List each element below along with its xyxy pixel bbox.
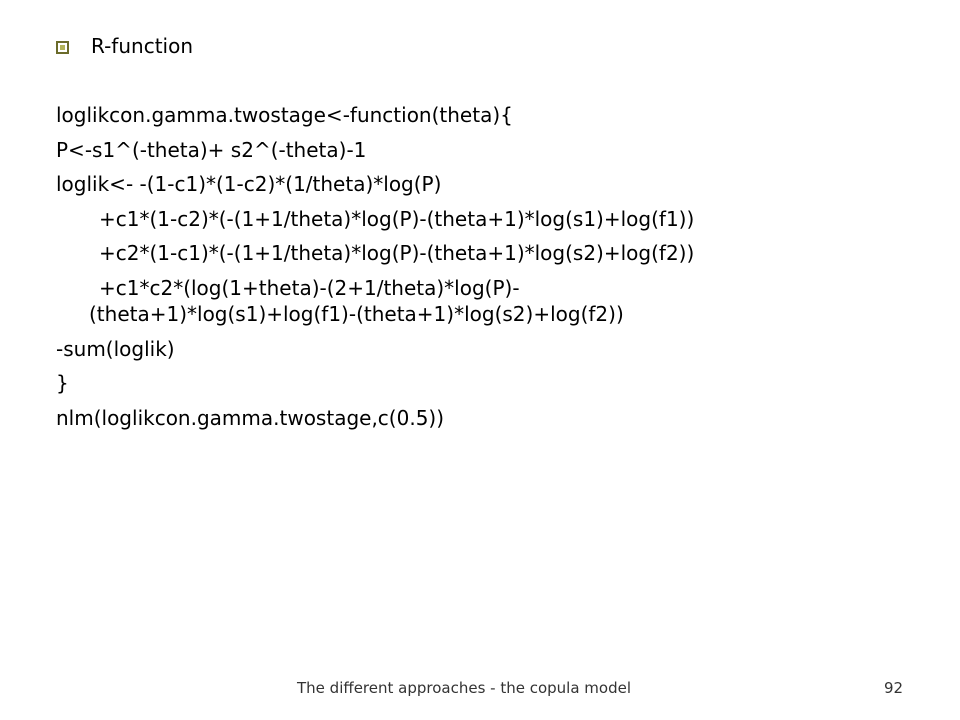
code-block: loglikcon.gamma.twostage<-function(theta… xyxy=(56,98,916,435)
code-line-term-c1c2-part2: (theta+1)*log(s1)+log(f1)-(theta+1)*log(… xyxy=(89,301,624,326)
code-line-loglik-assign: loglik<- -(1-c1)*(1-c2)*(1/theta)*log(P) xyxy=(56,172,442,196)
code-line-close-brace: } xyxy=(56,371,69,395)
code-line-nlm-call: nlm(loglikcon.gamma.twostage,c(0.5)) xyxy=(56,405,445,430)
code-line-function-def: loglikcon.gamma.twostage<-function(theta… xyxy=(56,103,513,127)
code-line-term-c1c2: +c1*c2*(log(1+theta)-(2+1/theta)*log(P)-… xyxy=(56,271,916,332)
code-line-return-sum: -sum(loglik) xyxy=(56,336,175,361)
footer-title: The different approaches - the copula mo… xyxy=(297,679,631,697)
code-line-term-c1c2-part1: +c1*c2*(log(1+theta)-(2+1/theta)*log(P)- xyxy=(99,275,520,300)
square-bullet-icon xyxy=(56,40,69,54)
code-line-term-c1: +c1*(1-c2)*(-(1+1/theta)*log(P)-(theta+1… xyxy=(99,206,695,231)
bullet-heading: R-function xyxy=(56,30,193,62)
page-number: 92 xyxy=(884,679,904,697)
code-line-p-assign: P<-s1^(-theta)+ s2^(-theta)-1 xyxy=(56,137,367,162)
slide-footer: The different approaches - the copula mo… xyxy=(0,676,960,700)
bullet-heading-text: R-function xyxy=(91,34,194,58)
code-line-term-c2: +c2*(1-c1)*(-(1+1/theta)*log(P)-(theta+1… xyxy=(99,241,695,265)
